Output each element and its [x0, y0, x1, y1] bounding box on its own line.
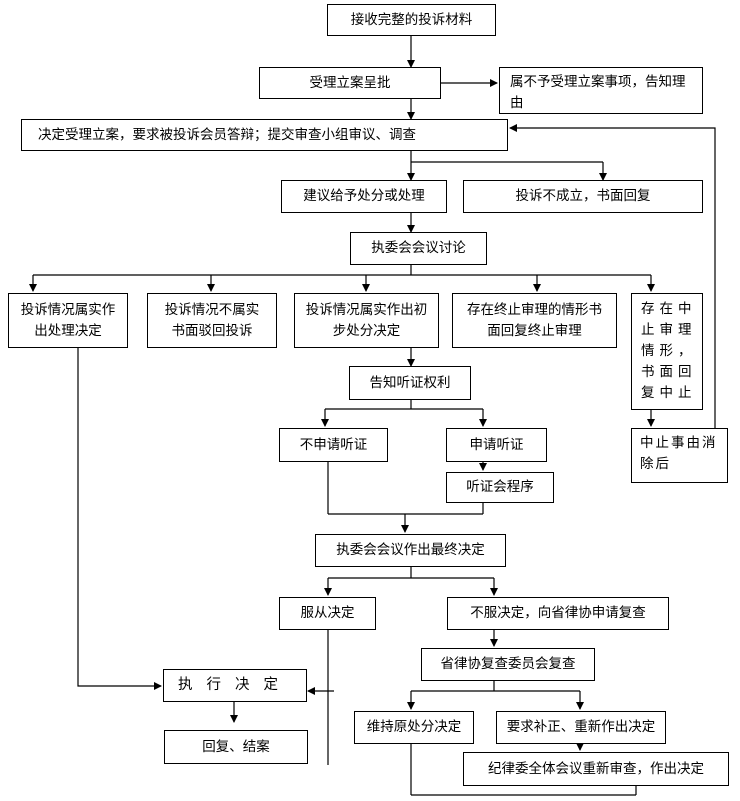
node-true-decision-label: 投诉情况属实作出处理决定 [20, 301, 116, 339]
node-not-established-label: 投诉不成立，书面回复 [515, 188, 651, 204]
node-suspend-end: 中止事由消除后 [631, 428, 728, 483]
node-reply-close-label: 回复、结案 [202, 738, 270, 755]
node-review: 省律协复查委员会复查 [421, 648, 595, 681]
node-decide: 决定受理立案，要求被投诉会员答辩；提交审查小组审议、调查 [21, 119, 508, 151]
node-true-decision: 投诉情况属实作出处理决定 [8, 293, 128, 348]
node-not-established: 投诉不成立，书面回复 [463, 180, 703, 213]
node-hearing-procedure-label: 听证会程序 [466, 479, 534, 495]
node-discipline: 纪律委全体会议重新审查，作出决定 [463, 752, 729, 786]
node-no-hearing-label: 不申请听证 [299, 436, 368, 453]
node-approve-label: 受理立案呈批 [309, 74, 391, 91]
node-appeal: 不服决定，向省律协申请复查 [447, 597, 669, 630]
node-false-reject: 投诉情况不属实书面驳回投诉 [147, 293, 277, 348]
node-suspend-end-label: 中止事由消除后 [640, 435, 718, 472]
node-not-accepted-label: 属不予受理立案事项，告知理由 [510, 74, 686, 111]
node-false-reject-label: 投诉情况不属实书面驳回投诉 [164, 301, 260, 339]
node-redo-label: 要求补正、重新作出决定 [506, 719, 656, 735]
node-appeal-label: 不服决定，向省律协申请复查 [470, 605, 646, 621]
node-committee-label: 执委会会议讨论 [371, 240, 466, 256]
node-discipline-label: 纪律委全体会议重新审查，作出决定 [488, 760, 704, 777]
node-maintain-label: 维持原处分决定 [366, 719, 462, 735]
node-notify-label: 告知听证权利 [369, 374, 451, 391]
node-suggest-label: 建议给予处分或处理 [303, 188, 425, 204]
node-suggest: 建议给予处分或处理 [281, 180, 447, 213]
node-review-label: 省律协复查委员会复查 [440, 656, 576, 672]
node-terminate: 存在终止审理的情形书面回复终止审理 [452, 293, 617, 348]
node-reply-close: 回复、结案 [164, 730, 308, 764]
node-terminate-label: 存在终止审理的情形书面回复终止审理 [467, 301, 602, 339]
arrow-loop-back [509, 124, 716, 428]
node-final-decision: 执委会会议作出最终决定 [315, 534, 506, 567]
node-approve: 受理立案呈批 [259, 67, 441, 99]
node-accept: 服从决定 [279, 597, 376, 630]
node-execute: 执行决定 [163, 669, 307, 702]
node-decide-label: 决定受理立案，要求被投诉会员答辩；提交审查小组审议、调查 [38, 126, 416, 143]
node-execute-label: 执行决定 [178, 677, 292, 693]
node-preliminary-label: 投诉情况属实作出初步处分决定 [305, 301, 428, 339]
node-committee: 执委会会议讨论 [350, 232, 487, 265]
node-not-accepted: 属不予受理立案事项，告知理由 [499, 67, 703, 114]
node-suspend-label: 存在中止审理情形，书面回复中止 [641, 301, 697, 401]
node-receive-materials: 接收完整的投诉材料 [327, 4, 496, 36]
node-receive-label: 接收完整的投诉材料 [350, 11, 473, 28]
node-suspend: 存在中止审理情形，书面回复中止 [631, 293, 703, 410]
arrow-true-execute [77, 348, 162, 690]
node-preliminary: 投诉情况属实作出初步处分决定 [294, 293, 439, 348]
node-notify: 告知听证权利 [349, 366, 471, 400]
node-accept-label: 服从决定 [300, 605, 355, 621]
node-hearing: 申请听证 [446, 428, 547, 462]
node-hearing-procedure: 听证会程序 [446, 472, 554, 503]
node-redo: 要求补正、重新作出决定 [496, 711, 666, 744]
node-no-hearing: 不申请听证 [279, 428, 388, 462]
node-hearing-label: 申请听证 [469, 436, 524, 453]
node-final-decision-label: 执委会会议作出最终决定 [336, 542, 485, 558]
node-maintain: 维持原处分决定 [354, 711, 474, 744]
